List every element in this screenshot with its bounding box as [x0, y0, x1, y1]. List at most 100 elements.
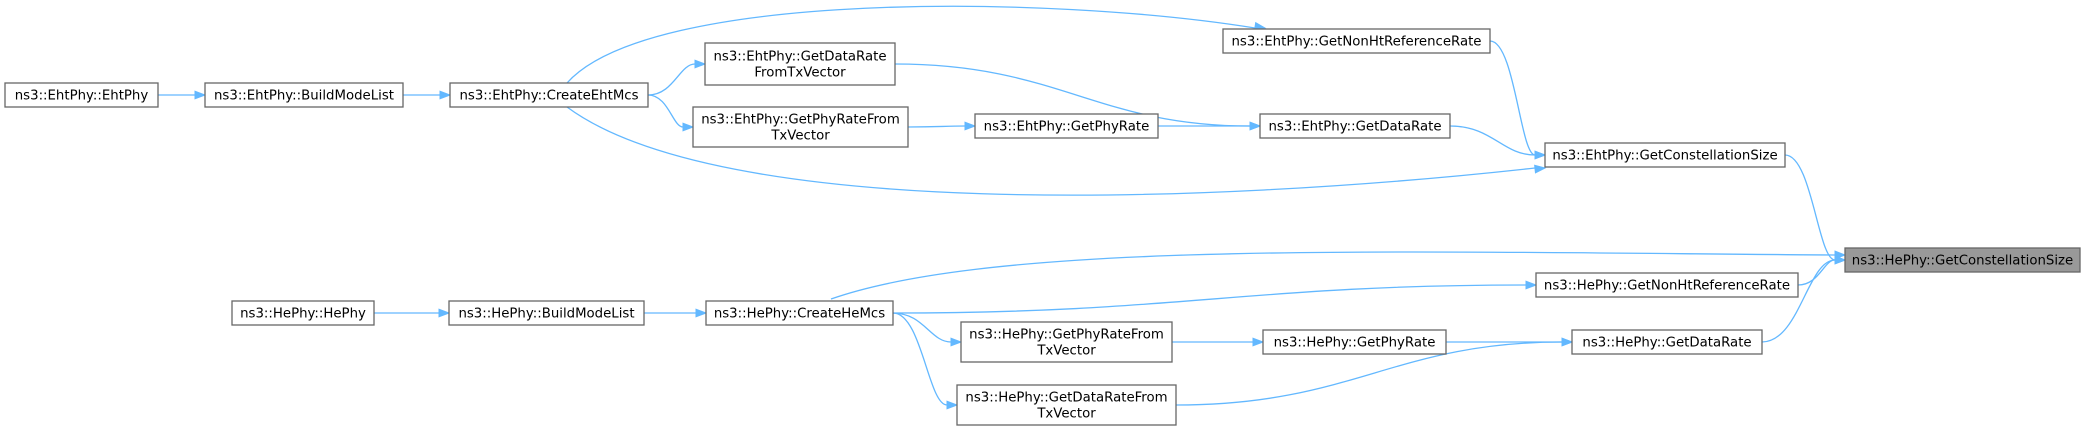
node-eht-ctor[interactable]: ns3::EhtPhy::EhtPhy	[4, 82, 159, 108]
node-label: ns3::EhtPhy::GetDataRate	[713, 50, 886, 65]
edge-arrowhead	[194, 90, 207, 100]
node-label: ns3::EhtPhy::BuildModeList	[214, 89, 394, 104]
node-eht-datarate[interactable]: ns3::EhtPhy::GetDataRate	[1259, 113, 1451, 139]
edge-arrowhead	[964, 121, 977, 131]
edge-line	[1784, 154, 1836, 261]
edge-arrowhead	[682, 122, 695, 132]
node-he-datarate[interactable]: ns3::HePhy::GetDataRate	[1571, 329, 1763, 355]
node-box	[1544, 142, 1786, 168]
node-label: ns3::EhtPhy::GetPhyRate	[984, 120, 1150, 135]
edge-arrowhead	[439, 90, 452, 100]
node-label: TxVector	[1036, 344, 1096, 359]
edge-he-createmcs-to-he-buildmodelist	[644, 308, 708, 318]
edge-he-buildmodelist-to-he-ctor	[374, 308, 451, 318]
node-eht-getphyrate[interactable]: ns3::EhtPhy::GetPhyRate	[974, 113, 1159, 139]
node-label: ns3::EhtPhy::CreateEhtMcs	[459, 89, 638, 104]
edge-arrowhead	[946, 400, 959, 410]
node-he-getphyrate[interactable]: ns3::HePhy::GetPhyRate	[1262, 329, 1447, 355]
edge-arrowhead	[1525, 280, 1538, 290]
edge-arrowhead	[950, 337, 963, 347]
node-box	[204, 82, 404, 108]
edge-line	[566, 5, 1256, 84]
edge-arrowhead	[1249, 121, 1262, 131]
edge-arrowhead	[1252, 337, 1265, 347]
node-label: ns3::HePhy::HePhy	[240, 307, 366, 322]
edge-eht-buildmodelist-to-eht-ctor	[157, 90, 207, 100]
edge-he-datarate-to-he-getdr-fromtx	[1175, 337, 1574, 406]
node-label: ns3::HePhy::GetNonHtReferenceRate	[1544, 279, 1790, 294]
edge-arrowhead	[1534, 150, 1547, 160]
node-eht-createmcs[interactable]: ns3::EhtPhy::CreateEhtMcs	[449, 82, 649, 108]
node-box	[231, 300, 375, 326]
edge-eht-datarate-to-eht-getphyrate	[1158, 121, 1262, 131]
node-he-createmcs[interactable]: ns3::HePhy::CreateHeMcs	[705, 300, 894, 326]
edge-eht-createmcs-to-eht-buildmodelist	[402, 90, 452, 100]
node-box	[960, 321, 1173, 363]
node-label: ns3::HePhy::GetDataRateFrom	[965, 391, 1167, 406]
node-box	[1262, 329, 1447, 355]
node-box	[1844, 247, 2081, 273]
edge-eht-getdr-fromtx-to-eht-createmcs	[647, 59, 707, 96]
node-box	[1259, 113, 1451, 139]
node-label: ns3::EhtPhy::GetConstellationSize	[1552, 149, 1777, 164]
node-label: ns3::HePhy::GetDataRate	[1582, 336, 1751, 351]
node-label: ns3::HePhy::CreateHeMcs	[714, 307, 885, 322]
node-root[interactable]: ns3::HePhy::GetConstellationSize	[1844, 247, 2081, 273]
node-label: ns3::HePhy::GetPhyRate	[1274, 336, 1436, 351]
node-label: TxVector	[770, 129, 830, 144]
edge-line	[647, 63, 696, 96]
edge-arrowhead	[438, 308, 451, 318]
edge-line	[907, 125, 966, 128]
node-he-ctor[interactable]: ns3::HePhy::HePhy	[231, 300, 375, 326]
edge-line	[1175, 341, 1563, 406]
edge-arrowhead	[1834, 255, 1847, 265]
edge-line	[892, 312, 952, 343]
node-box	[448, 300, 645, 326]
node-label: ns3::EhtPhy::GetPhyRateFrom	[701, 113, 900, 128]
node-box	[1222, 28, 1491, 54]
node-box	[705, 300, 894, 326]
call-graph-nodes: ns3::HePhy::GetConstellationSize ns3::Eht…	[4, 28, 2081, 426]
edge-line	[1489, 40, 1536, 156]
edge-eht-constsize-to-eht-datarate	[1449, 125, 1547, 160]
edge-he-nonht-to-he-createmcs	[892, 280, 1538, 314]
edge-line	[830, 251, 1836, 300]
edge-line	[892, 284, 1527, 314]
node-label: TxVector	[1036, 407, 1096, 422]
node-box	[1535, 272, 1799, 298]
edge-eht-constsize-to-eht-createmcs	[566, 106, 1547, 196]
node-eht-constsize[interactable]: ns3::EhtPhy::GetConstellationSize	[1544, 142, 1786, 168]
node-label: ns3::HePhy::GetPhyRateFrom	[969, 328, 1164, 343]
node-box	[956, 384, 1177, 426]
node-box	[974, 113, 1159, 139]
edge-line	[566, 106, 1536, 196]
node-box	[449, 82, 649, 108]
node-box	[692, 106, 909, 148]
edge-arrowhead	[1561, 337, 1574, 347]
edge-arrowhead	[694, 59, 707, 69]
node-box	[704, 42, 896, 86]
edge-eht-getphyrate-fromtx-to-eht-createmcs	[647, 94, 695, 132]
edge-arrowhead	[1534, 164, 1547, 174]
node-eht-nonht[interactable]: ns3::EhtPhy::GetNonHtReferenceRate	[1222, 28, 1491, 54]
edge-eht-nonht-to-eht-createmcs	[566, 5, 1267, 84]
node-box	[1571, 329, 1763, 355]
node-he-buildmodelist[interactable]: ns3::HePhy::BuildModeList	[448, 300, 645, 326]
node-box	[4, 82, 159, 108]
node-label: ns3::EhtPhy::EhtPhy	[15, 89, 149, 104]
edge-root-to-he-datarate	[1761, 255, 1847, 343]
edge-line	[1449, 125, 1536, 156]
node-eht-buildmodelist[interactable]: ns3::EhtPhy::BuildModeList	[204, 82, 404, 108]
edge-line	[647, 94, 684, 128]
node-label: ns3::EhtPhy::GetDataRate	[1268, 120, 1441, 135]
edge-line	[1761, 259, 1836, 343]
node-he-nonht[interactable]: ns3::HePhy::GetNonHtReferenceRate	[1535, 272, 1799, 298]
edge-root-to-eht-constsize	[1784, 154, 1847, 265]
edge-line	[892, 312, 948, 406]
node-label: ns3::HePhy::GetConstellationSize	[1852, 254, 2073, 269]
